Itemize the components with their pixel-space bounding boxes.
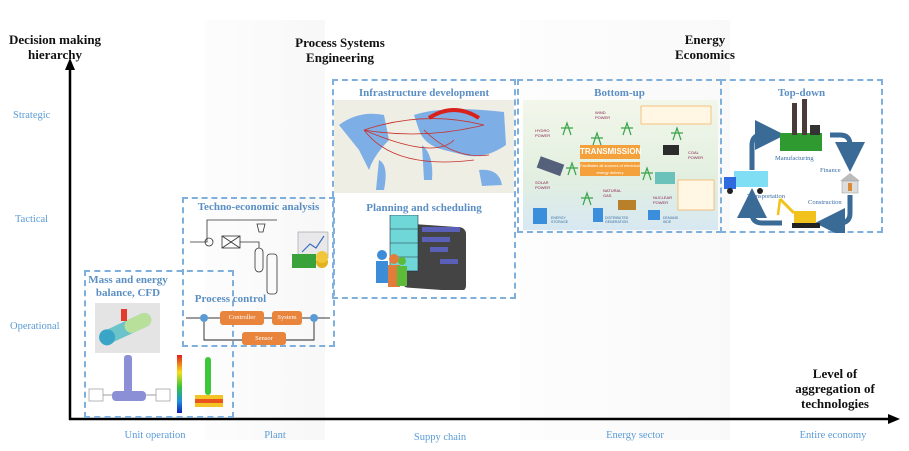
- y-level-operational: Operational: [10, 321, 60, 332]
- distributed-label: DISTRIBUTED GENERATION: [605, 216, 629, 224]
- transportation-label: Transportation: [747, 193, 786, 200]
- column-shade: [520, 20, 730, 440]
- reactor-schematic-image: [88, 355, 171, 402]
- us-grid-map-image: TRANSMISSION Facilitates all sources of …: [523, 100, 718, 230]
- x-axis-arrow: [888, 414, 900, 424]
- x-level-plant: Plant: [264, 430, 286, 441]
- techno-economic-title: Techno-economic analysis: [197, 201, 320, 213]
- y-axis-title: Decision making hierarchy: [8, 32, 102, 62]
- control-loop-diagram: [186, 314, 330, 341]
- cfd-contour-image: [177, 355, 223, 413]
- y-level-strategic: Strategic: [13, 110, 51, 121]
- natural-gas-label: NATURAL GAS: [603, 188, 622, 198]
- x-level-unit-operation: Unit operation: [124, 430, 186, 441]
- bottom-up-title: Bottom-up: [594, 87, 645, 99]
- transmission-towers: [533, 105, 715, 224]
- controller-block: Controller: [220, 311, 264, 325]
- top-down-box: Top-down: [720, 79, 883, 233]
- process-control-title: Process control: [194, 293, 267, 305]
- world-map-image: [334, 100, 514, 193]
- truck-icon: [724, 171, 768, 194]
- sensor-block: Sensor: [242, 332, 286, 345]
- excavator-icon: [776, 197, 820, 228]
- infrastructure-title: Infrastructure development: [358, 87, 490, 99]
- solar-label: SOLAR POWER: [535, 180, 551, 190]
- supply-chain-box: Infrastructure development Planning and …: [332, 79, 516, 299]
- bank-icon: [840, 173, 860, 194]
- mass-energy-box: Mass and energy balance, CFD: [84, 270, 234, 418]
- transmission-subtitle: Facilitates all sources of electrical en…: [580, 162, 640, 176]
- process-flowsheet-image: [190, 219, 278, 295]
- planning-title: Planning and scheduling: [366, 202, 482, 214]
- x-axis-title: Level of aggregation of technologies: [795, 366, 875, 411]
- finance-label: Finance: [820, 167, 841, 174]
- mass-energy-title: Mass and energy balance, CFD: [88, 274, 168, 299]
- demand-label: DEMAND SIDE: [663, 216, 679, 224]
- factory-icon: [780, 99, 822, 151]
- x-level-supply-chain: Suppy chain: [413, 432, 467, 443]
- ee-heading: Energy Economics: [675, 32, 735, 62]
- economy-cycle-diagram: [724, 99, 865, 233]
- top-down-title: Top-down: [777, 87, 826, 99]
- transmission-banner: TRANSMISSION: [580, 145, 641, 159]
- storage-label: ENERGY STORAGE: [551, 216, 569, 224]
- hydro-label: HYDRO POWER: [535, 128, 551, 138]
- cfd-heat-exchanger-image: [95, 303, 160, 353]
- column-shade: [205, 20, 325, 440]
- manufacturing-label: Manufacturing: [775, 155, 814, 162]
- wind-label: WIND POWER: [595, 110, 611, 120]
- x-level-entire-economy: Entire economy: [799, 430, 867, 441]
- pse-heading: Process Systems Engineering: [295, 35, 385, 65]
- construction-label: Construction: [808, 199, 842, 206]
- nuclear-label: NUCLEAR POWER: [653, 195, 673, 205]
- techno-economic-box: Techno-economic analysis Process control: [182, 197, 335, 347]
- coal-label: COAL POWER: [688, 150, 704, 160]
- planning-scheduling-image: [376, 215, 466, 290]
- system-block: System: [272, 311, 302, 325]
- money-chart-icon: [292, 231, 329, 268]
- y-level-tactical: Tactical: [15, 214, 49, 225]
- x-level-energy-sector: Energy sector: [606, 430, 664, 441]
- y-axis-arrow: [65, 58, 75, 70]
